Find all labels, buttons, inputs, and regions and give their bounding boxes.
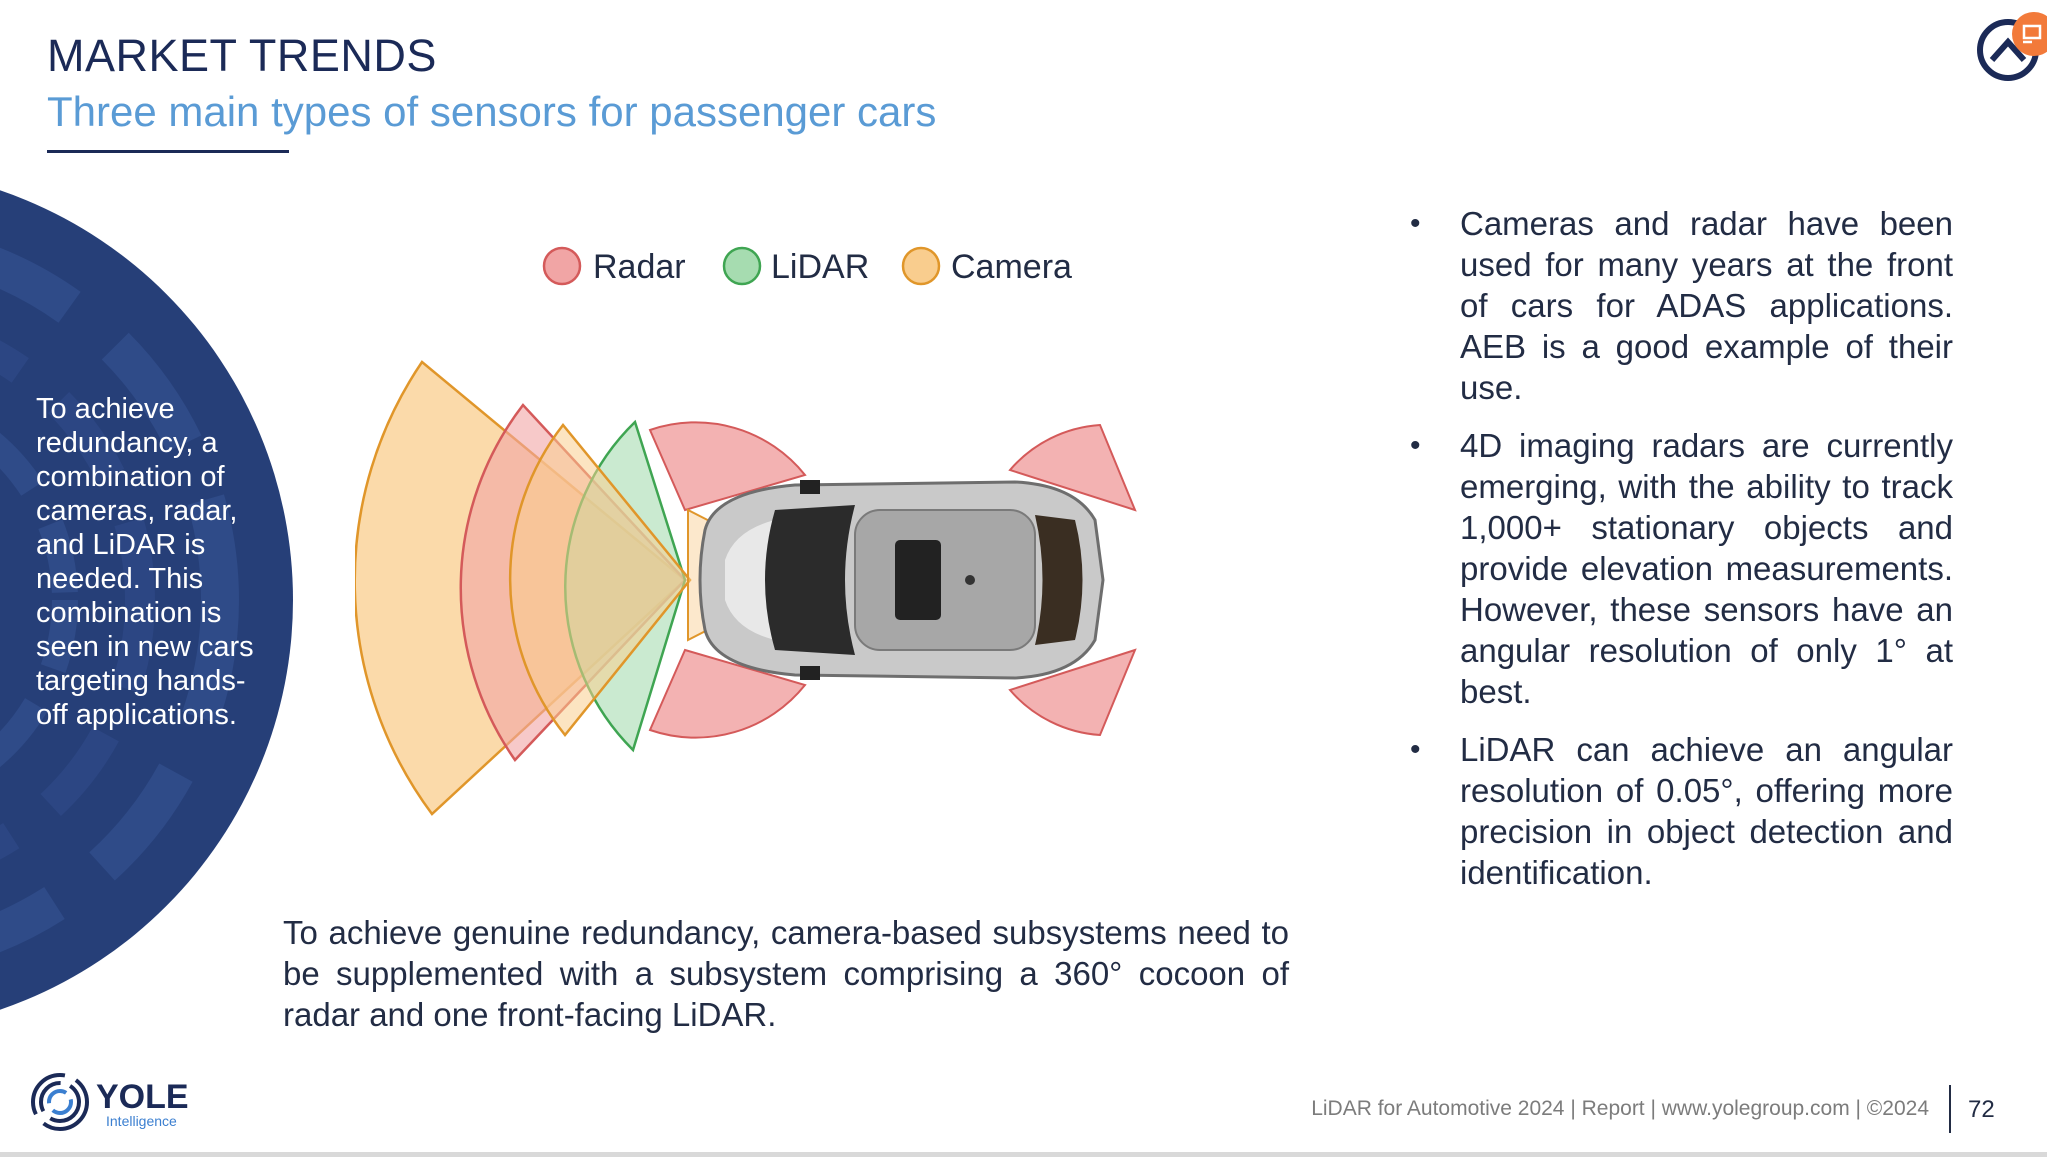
yole-spiral-icon [31,1073,89,1131]
bottom-border [0,1152,2047,1157]
bullet-item: • 4D imaging radars are currently emergin… [1405,425,1953,712]
legend: Radar LiDAR Camera [542,246,1072,286]
legend-lidar-swatch [722,246,762,286]
bullet-icon: • [1410,207,1421,240]
footer-divider [1949,1085,1951,1133]
legend-lidar-label: LiDAR [771,248,869,286]
yole-mark-icon [1977,12,2047,81]
bullet-text: LiDAR can achieve an angular resolution … [1460,731,1953,891]
page-number: 72 [1968,1096,1995,1123]
legend-radar-swatch [542,246,582,286]
bullet-text: 4D imaging radars are currently emerging… [1460,427,1953,710]
bullet-item: • Cameras and radar have been used for ma… [1405,203,1953,408]
bullet-list: • Cameras and radar have been used for ma… [1405,203,1953,910]
yole-logo: YOLE Intelligence [31,1073,189,1131]
legend-item-radar: Radar [542,246,686,286]
sensor-coverage-diagram: Radar LiDAR Camera [355,246,1137,816]
legend-item-camera: Camera [901,246,1072,286]
legend-camera-swatch [901,246,941,286]
radar-zone-front-right [648,648,807,739]
footer-text: LiDAR for Automotive 2024 | Report | www… [1311,1097,1929,1120]
camera-zone-front-narrow [508,422,692,737]
legend-item-lidar: LiDAR [722,246,869,286]
diagram-caption: To achieve genuine redundancy, camera-ba… [283,914,1289,1033]
page-subtitle: Three main types of sensors for passenge… [47,88,937,135]
bullet-text: Cameras and radar have been used for man… [1460,205,1953,406]
yole-logo-sub: Intelligence [106,1113,177,1129]
side-panel-text: To achieve redundancy, a combination of … [36,393,254,731]
side-panel-disc [0,190,293,1010]
radar-zone-rear-left [1008,423,1137,512]
yole-logo-name: YOLE [96,1078,189,1116]
bullet-item: • LiDAR can achieve an angular resolution… [1405,729,1953,893]
legend-radar-label: Radar [593,248,686,286]
legend-camera-label: Camera [951,248,1072,286]
car-top-view [698,480,1105,680]
title-underline [47,150,289,153]
bullet-icon: • [1410,733,1421,766]
page-title: MARKET TRENDS [47,30,437,81]
radar-zone-front-left [648,421,807,512]
radar-zone-rear-right [1008,648,1137,737]
bullet-icon: • [1410,429,1421,462]
